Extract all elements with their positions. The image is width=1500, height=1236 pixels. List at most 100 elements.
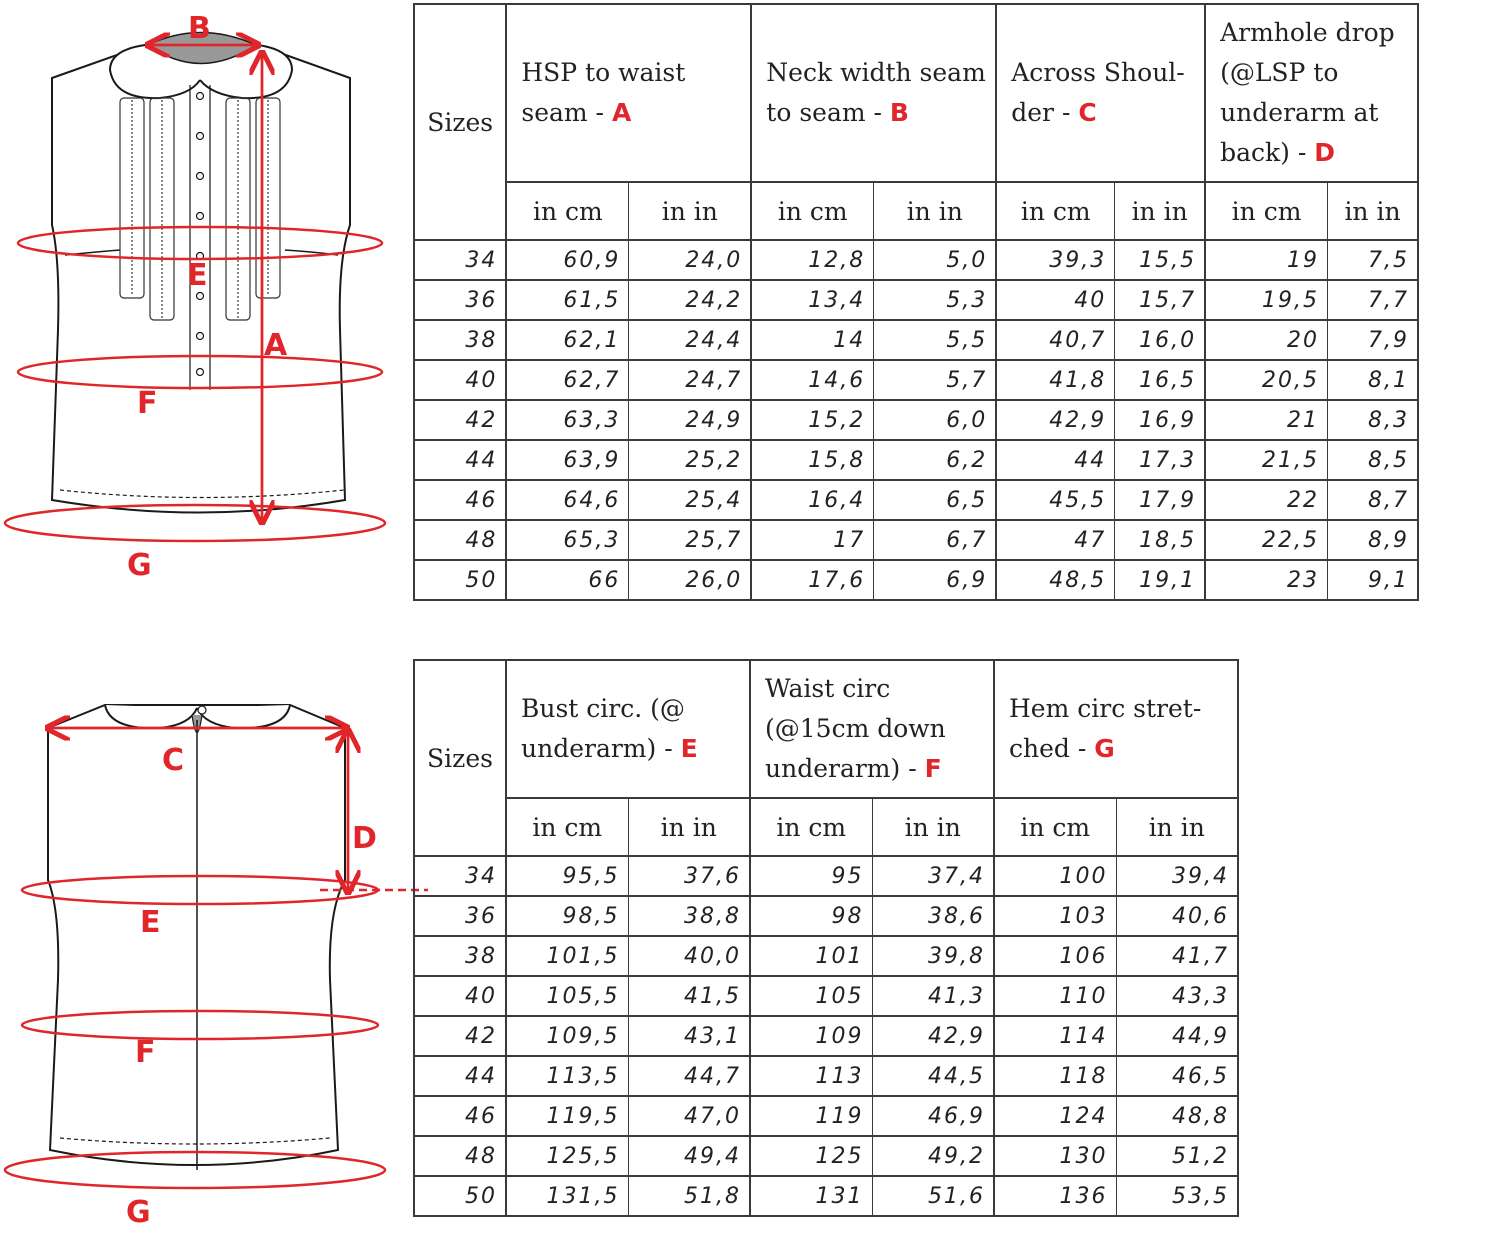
value-in-cell: 5,0: [873, 239, 998, 281]
size-cell: 48: [412, 519, 508, 561]
value-cm-cell: 136: [993, 1175, 1117, 1217]
unit-in: in in: [871, 797, 995, 857]
value-in-cell: 6,2: [873, 439, 998, 481]
size-cell: 38: [413, 935, 507, 977]
size-cell: 44: [412, 439, 508, 481]
value-in-cell: 24,0: [628, 239, 753, 281]
value-in-cell: 26,0: [628, 559, 753, 601]
column-header-d: Armhole drop (@LSP to underarm at back) …: [1204, 3, 1419, 183]
value-in-cell: 8,5: [1327, 439, 1420, 481]
value-in-cell: 37,4: [871, 855, 995, 897]
size-cell: 40: [413, 975, 507, 1017]
value-cm-cell: 125: [749, 1135, 873, 1177]
column-header-f: Waist circ (@15cm down underarm) - F: [749, 659, 995, 799]
value-cm-cell: 45,5: [995, 479, 1116, 521]
value-in-cell: 43,1: [627, 1015, 751, 1057]
value-in-cell: 38,6: [871, 895, 995, 937]
value-cm-cell: 101: [749, 935, 873, 977]
value-cm-cell: 118: [993, 1055, 1117, 1097]
value-cm-cell: 47: [995, 519, 1116, 561]
value-in-cell: 17,9: [1114, 479, 1207, 521]
column-label: Across Shoul-der: [1011, 58, 1185, 127]
front-label-a: A: [264, 328, 288, 363]
column-letter: D: [1314, 138, 1335, 167]
value-in-cell: 49,2: [871, 1135, 995, 1177]
value-in-cell: 24,4: [628, 319, 753, 361]
value-in-cell: 40,6: [1115, 895, 1240, 937]
column-header-g: Hem circ stret-ched - G: [992, 659, 1240, 799]
letter-separator: -: [1054, 98, 1079, 127]
size-cell: 40: [412, 359, 508, 401]
column-letter: E: [680, 734, 698, 763]
value-cm-cell: 17,6: [750, 559, 875, 601]
value-in-cell: 41,3: [871, 975, 995, 1017]
unit-in: in in: [628, 181, 753, 241]
value-in-cell: 16,5: [1114, 359, 1207, 401]
unit-in: in in: [627, 797, 751, 857]
letter-separator: -: [587, 98, 612, 127]
unit-cm: in cm: [749, 797, 873, 857]
value-cm-cell: 64,6: [505, 479, 630, 521]
size-cell: 46: [412, 479, 508, 521]
value-in-cell: 44,9: [1115, 1015, 1240, 1057]
value-cm-cell: 63,9: [505, 439, 630, 481]
value-in-cell: 38,8: [627, 895, 751, 937]
value-cm-cell: 124: [993, 1095, 1117, 1137]
value-cm-cell: 20: [1204, 319, 1329, 361]
value-in-cell: 5,5: [873, 319, 998, 361]
unit-in: in in: [1327, 181, 1420, 241]
back-label-d: D: [352, 821, 377, 856]
size-cell: 44: [413, 1055, 507, 1097]
value-cm-cell: 125,5: [505, 1135, 629, 1177]
value-cm-cell: 14,6: [750, 359, 875, 401]
value-cm-cell: 119,5: [505, 1095, 629, 1137]
value-in-cell: 6,9: [873, 559, 998, 601]
button-icon: [195, 331, 205, 341]
size-cell: 36: [413, 895, 507, 937]
column-header-c: Across Shoul-der - C: [995, 3, 1207, 183]
value-in-cell: 7,5: [1327, 239, 1420, 281]
value-in-cell: 8,9: [1327, 519, 1420, 561]
size-cell: 42: [413, 1015, 507, 1057]
value-cm-cell: 15,2: [750, 399, 875, 441]
column-header-a: HSP to waist seam - A: [505, 3, 753, 183]
size-cell: 36: [412, 279, 508, 321]
column-label: Hem circ stret-ched: [1009, 694, 1202, 763]
value-in-cell: 48,8: [1115, 1095, 1240, 1137]
back-garment-diagram: C D E F G: [3, 704, 428, 1230]
value-in-cell: 8,3: [1327, 399, 1420, 441]
measurement-table-top: Sizes HSP to waist seam - A Neck width s…: [412, 3, 1420, 601]
value-in-cell: 49,4: [627, 1135, 751, 1177]
value-cm-cell: 131,5: [505, 1175, 629, 1217]
value-in-cell: 18,5: [1114, 519, 1207, 561]
value-in-cell: 25,7: [628, 519, 753, 561]
value-cm-cell: 61,5: [505, 279, 630, 321]
sizes-header: Sizes: [412, 3, 508, 241]
value-in-cell: 9,1: [1327, 559, 1420, 601]
value-cm-cell: 19: [1204, 239, 1329, 281]
measurement-table-bottom: Sizes Bust circ. (@ underarm) - E Waist …: [413, 659, 1240, 1217]
value-cm-cell: 22: [1204, 479, 1329, 521]
column-label: Armhole drop (@LSP to underarm at back): [1220, 18, 1395, 167]
sizes-header: Sizes: [413, 659, 507, 857]
size-cell: 34: [413, 855, 507, 897]
value-in-cell: 25,4: [628, 479, 753, 521]
unit-cm: in cm: [993, 797, 1117, 857]
value-cm-cell: 101,5: [505, 935, 629, 977]
value-in-cell: 51,8: [627, 1175, 751, 1217]
value-cm-cell: 17: [750, 519, 875, 561]
value-cm-cell: 119: [749, 1095, 873, 1137]
unit-cm: in cm: [750, 181, 875, 241]
size-cell: 48: [413, 1135, 507, 1177]
value-cm-cell: 106: [993, 935, 1117, 977]
